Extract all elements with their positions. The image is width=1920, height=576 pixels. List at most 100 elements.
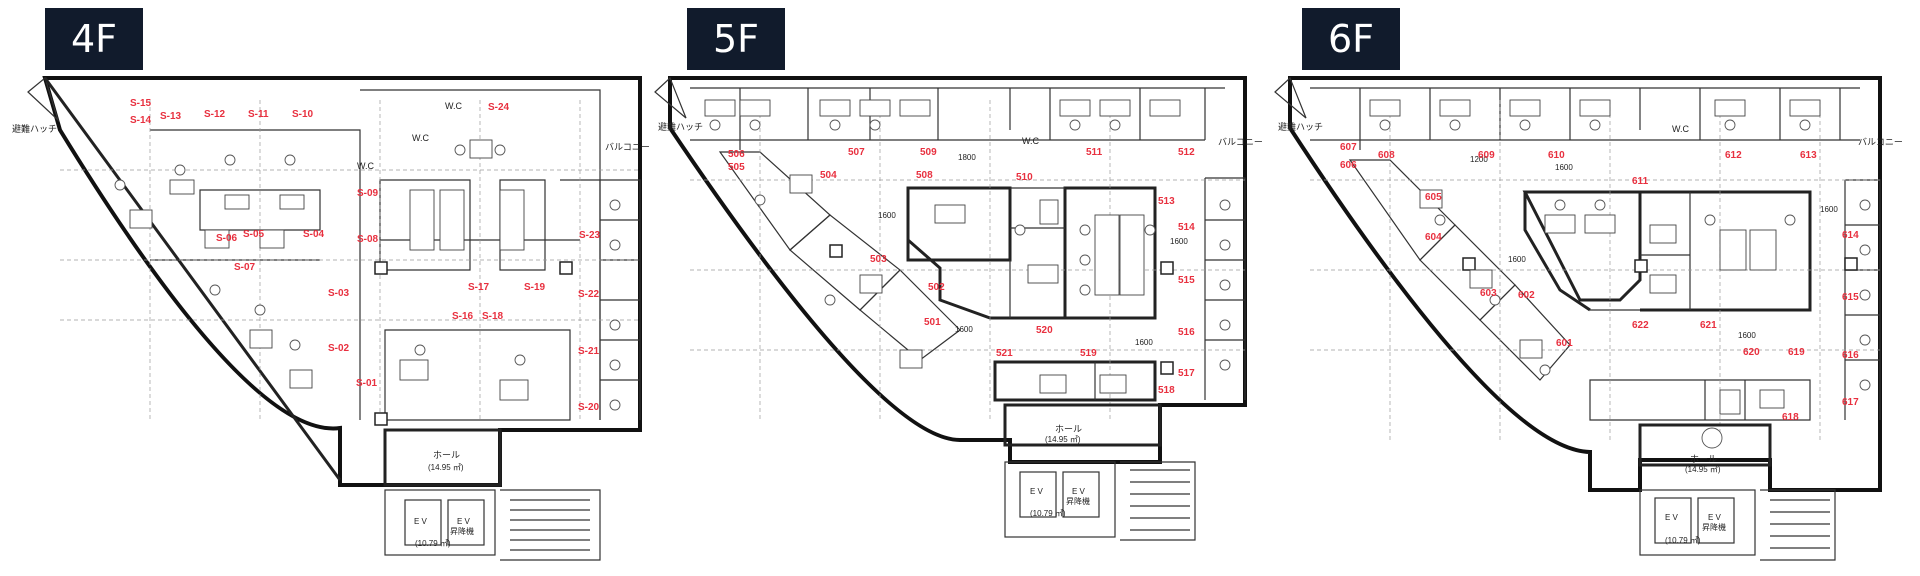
room-label: 605 (1425, 192, 1442, 203)
ev-area-4f: (10.79 ㎡) (415, 539, 451, 548)
room-label: 614 (1842, 230, 1859, 241)
room-label: S-02 (328, 343, 350, 354)
room-label: S-24 (488, 102, 510, 113)
room-label: 506 (728, 149, 745, 160)
dimension-label: 1600 (878, 211, 896, 220)
room-label: S-15 (130, 98, 152, 109)
room-label: 615 (1842, 292, 1859, 303)
room-label: 606 (1340, 160, 1357, 171)
room-label: 511 (1086, 147, 1103, 158)
floor-tag-6f: 6F (1302, 8, 1400, 70)
room-label: S-16 (452, 311, 474, 322)
room-label: 609 (1478, 150, 1495, 161)
room-label: 519 (1080, 348, 1097, 359)
room-label: 602 (1518, 290, 1535, 301)
wc-label-6f: W.C (1672, 124, 1689, 134)
room-label: 502 (928, 282, 945, 293)
room-label: 604 (1425, 232, 1442, 243)
room-label: 510 (1016, 172, 1033, 183)
hall-label-6f: ホール (1690, 454, 1717, 464)
room-label: 518 (1158, 385, 1175, 396)
room-label: 513 (1158, 196, 1175, 207)
room-label: 618 (1782, 412, 1799, 423)
hatch-label-6f: 避難ハッチ (1278, 121, 1323, 132)
balcony-label-4f: バルコニー (605, 142, 650, 152)
room-label: S-22 (578, 289, 600, 300)
ev-label-6f-a: E V (1665, 513, 1679, 522)
dimension-label: 1600 (1170, 237, 1188, 246)
ev-sub-label-6f: 昇降機 (1702, 522, 1726, 532)
room-label: S-06 (216, 233, 238, 244)
room-label: S-19 (524, 282, 546, 293)
room-label: S-21 (578, 346, 600, 357)
floorplan-5f: 避難ハッチ バルコニー W.C ホール (14.95 ㎡) E V E V 昇降… (654, 76, 1263, 541)
dimension-label: 1200 (1470, 155, 1488, 164)
room-label: 520 (1036, 325, 1053, 336)
ev-area-5f: (10.79 ㎡) (1030, 509, 1066, 518)
hatch-label-5f: 避難ハッチ (658, 121, 703, 132)
room-label: 610 (1548, 150, 1565, 161)
room-label: S-13 (160, 111, 182, 122)
floor-tag-4f: 4F (45, 8, 143, 70)
ev-label-5f-b: E V (1072, 487, 1086, 496)
room-label: S-05 (243, 229, 265, 240)
ev-sub-label-5f: 昇降機 (1066, 496, 1090, 506)
hatch-label-4f: 避難ハッチ (12, 123, 57, 134)
room-label: 607 (1340, 142, 1357, 153)
hall-area-4f: (14.95 ㎡) (428, 463, 464, 472)
room-label: S-12 (204, 109, 226, 120)
room-label: S-09 (357, 188, 379, 199)
ev-label-4f-a: E V (414, 517, 428, 526)
room-label: 512 (1178, 147, 1195, 158)
ev-label-4f-b: E V (457, 517, 471, 526)
dimension-label: 1600 (955, 325, 973, 334)
room-label: 620 (1743, 347, 1760, 358)
room-label: 509 (920, 147, 937, 158)
room-label: 517 (1178, 368, 1195, 379)
room-label: S-11 (248, 109, 269, 120)
room-label: 515 (1178, 275, 1195, 286)
room-label: 608 (1378, 150, 1395, 161)
room-label: 501 (924, 317, 941, 328)
room-label: S-17 (468, 282, 490, 293)
hall-label-4f: ホール (433, 450, 460, 460)
ev-sub-label-4f: 昇降機 (450, 526, 474, 536)
furniture-6f (1369, 99, 1871, 415)
room-label: 613 (1800, 150, 1817, 161)
room-label: S-07 (234, 262, 256, 273)
wc-label-4f-right: W.C (412, 133, 429, 143)
dimension-label: 1600 (1555, 163, 1573, 172)
ev-label-5f-a: E V (1030, 487, 1044, 496)
room-label: S-08 (357, 234, 379, 245)
room-label: S-10 (292, 109, 314, 120)
room-label: 514 (1178, 222, 1195, 233)
dimension-label: 1600 (1135, 338, 1153, 347)
room-label: 611 (1632, 176, 1649, 187)
room-label: 603 (1480, 288, 1497, 299)
hall-label-5f: ホール (1055, 424, 1082, 434)
room-label: 616 (1842, 350, 1859, 361)
dimension-label: 1600 (1820, 205, 1838, 214)
floorplan-4f: 避難ハッチ バルコニー W.C W.C W.C ホール (14.95 ㎡) E … (12, 76, 650, 561)
room-label: S-01 (356, 378, 378, 389)
dimension-label: 1600 (1738, 331, 1756, 340)
dimension-label: 1600 (1508, 255, 1526, 264)
room-label: 521 (996, 348, 1013, 359)
room-label: 619 (1788, 347, 1805, 358)
room-label: S-20 (578, 402, 600, 413)
room-label: S-03 (328, 288, 350, 299)
room-label: 505 (728, 162, 745, 173)
furniture-5f (704, 99, 1231, 394)
room-label: 504 (820, 170, 837, 181)
room-label: S-14 (130, 115, 152, 126)
room-label: 617 (1842, 397, 1859, 408)
room-label: S-18 (482, 311, 504, 322)
balcony-label-6f: バルコニー (1858, 137, 1903, 147)
room-label: 516 (1178, 327, 1195, 338)
floor-tag-5f: 5F (687, 8, 785, 70)
room-label: 621 (1700, 320, 1717, 331)
room-label: S-23 (579, 230, 601, 241)
room-label: 503 (870, 254, 887, 265)
floorplan-6f: 避難ハッチ バルコニー W.C ホール (14.95 ㎡) E V E V 昇降… (1274, 76, 1903, 561)
